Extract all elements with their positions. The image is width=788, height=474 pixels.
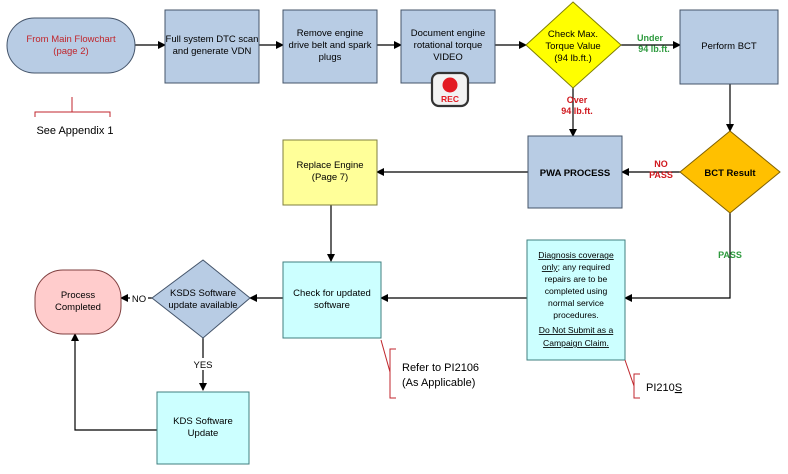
diagnosis-note-line-6: procedures. [553, 310, 598, 320]
annotation-appendix: See Appendix 1 [34, 97, 114, 137]
label-no: NO [132, 294, 146, 305]
dtc-scan-box [164, 9, 260, 84]
kds-update-line-1: KDS Software [173, 416, 233, 427]
diagnosis-note-line-3: repairs are to be [545, 274, 608, 284]
refer-bracket-stem [380, 339, 391, 373]
edge-kds-to-completed [71, 333, 157, 431]
node-document-torque[interactable]: Document engine rotational torque VIDEO [400, 9, 496, 84]
node-remove-belt[interactable]: Remove engine drive belt and spark plugs [282, 9, 378, 84]
node-process-completed[interactable]: Process Completed [34, 269, 122, 335]
diagnosis-note-line-8: Campaign Claim. [543, 338, 609, 348]
ksds-line-1: KSDS Software [170, 288, 236, 299]
label-under-value: 94 lb.ft. [638, 44, 670, 54]
appendix-bracket [34, 111, 111, 117]
kds-update-line-2: Update [188, 428, 219, 439]
appendix-text: See Appendix 1 [36, 125, 113, 137]
bct-result-label: BCT Result [704, 168, 756, 179]
start-line-2: (page 2) [53, 46, 88, 57]
node-replace-engine[interactable]: Replace Engine (Page 7) [282, 139, 378, 206]
label-no-pass-pass: PASS [649, 170, 673, 180]
diagnosis-note-line-2: only; any required [542, 262, 611, 272]
node-check-torque[interactable]: Check Max. Torque Value (94 lb.ft.) [525, 1, 622, 89]
check-torque-line-2: Torque Value [545, 41, 600, 52]
label-over-value: 94 lb.ft. [561, 106, 593, 116]
dtc-scan-line-1: Full system DTC scan [166, 34, 259, 45]
replace-engine-box [282, 139, 378, 206]
document-torque-box [400, 9, 496, 84]
dtc-scan-line-2: and generate VDN [173, 46, 252, 57]
refer-line-1: Refer to PI2106 [402, 362, 479, 374]
node-kds-update[interactable]: KDS Software Update [156, 391, 250, 465]
node-dtc-scan[interactable]: Full system DTC scan and generate VDN [164, 9, 260, 84]
pi-ref-bracket [633, 373, 640, 399]
diagnosis-note-rest: ; any required [558, 262, 611, 272]
pi-ref-text: PI210S [646, 382, 682, 394]
ksds-diamond [151, 259, 251, 339]
rec-label: REC [441, 94, 459, 104]
label-over: Over [567, 95, 588, 105]
document-torque-line-2: rotational torque [414, 40, 483, 51]
refer-line-2: (As Applicable) [402, 377, 475, 389]
document-torque-line-1: Document engine [411, 28, 485, 39]
diagnosis-note-only: only [542, 262, 558, 272]
remove-belt-line-1: Remove engine [297, 28, 364, 39]
node-diagnosis-note[interactable]: Diagnosis coverage only; any required re… [526, 239, 626, 361]
remove-belt-line-2: drive belt and spark [289, 40, 372, 51]
node-bct-result[interactable]: BCT Result [679, 130, 781, 214]
check-updated-box [282, 261, 382, 339]
annotation-pi-ref: PI210S [624, 359, 682, 399]
label-no-bg [130, 292, 148, 304]
node-pwa-process[interactable]: PWA PROCESS [527, 135, 623, 209]
bct-result-diamond [679, 130, 781, 214]
process-completed-terminator [34, 269, 122, 335]
remove-belt-box [282, 9, 378, 84]
node-check-updated[interactable]: Check for updated software [282, 261, 382, 339]
refer-bracket [389, 348, 396, 399]
check-torque-line-3: (94 lb.ft.) [554, 53, 592, 64]
node-ksds-available[interactable]: KSDS Software update available [151, 259, 251, 339]
diagnosis-note-line-7: Do Not Submit as a [539, 325, 614, 335]
process-completed-line-2: Completed [55, 302, 101, 313]
kds-update-box [156, 391, 250, 465]
label-under: Under [637, 33, 664, 43]
document-torque-line-3: VIDEO [433, 52, 463, 63]
remove-belt-line-3: plugs [319, 52, 342, 63]
perform-bct-box [679, 9, 779, 85]
pi-ref-prefix: PI210 [646, 382, 675, 394]
label-no-pass-no: NO [654, 159, 668, 169]
pwa-process-box [527, 135, 623, 209]
check-torque-diamond [525, 1, 622, 89]
annotation-refer: Refer to PI2106 (As Applicable) [380, 339, 479, 399]
start-line-1: From Main Flowchart [26, 34, 116, 45]
label-pass: PASS [718, 250, 742, 260]
perform-bct-label: Perform BCT [701, 41, 757, 52]
label-yes: YES [193, 360, 212, 371]
label-yes-bg [191, 358, 215, 370]
node-start[interactable]: From Main Flowchart (page 2) [6, 17, 136, 74]
pi-ref-bracket-stem [624, 359, 635, 387]
pi-ref-suffix: S [675, 382, 682, 394]
diagnosis-note-line-1: Diagnosis coverage [538, 250, 614, 260]
diagnosis-note-line-5: normal service [548, 298, 604, 308]
rec-record-icon [442, 77, 458, 93]
replace-engine-line-2: (Page 7) [312, 172, 348, 183]
node-perform-bct[interactable]: Perform BCT [679, 9, 779, 85]
replace-engine-line-1: Replace Engine [296, 160, 363, 171]
check-updated-line-1: Check for updated [293, 288, 371, 299]
start-terminator [6, 17, 136, 74]
pwa-process-label: PWA PROCESS [540, 168, 610, 179]
diagnosis-note-line-4: completed using [545, 286, 608, 296]
ksds-line-2: update available [168, 300, 237, 311]
edge-labels: Under 94 lb.ft. Over 94 lb.ft. NO PASS P… [130, 33, 742, 371]
process-completed-line-1: Process [61, 290, 96, 301]
edge-result-to-note [624, 213, 731, 302]
check-torque-line-1: Check Max. [548, 29, 598, 40]
rec-badge: REC [430, 71, 470, 108]
diagnosis-note-box [526, 239, 626, 361]
check-updated-line-2: software [314, 300, 350, 311]
